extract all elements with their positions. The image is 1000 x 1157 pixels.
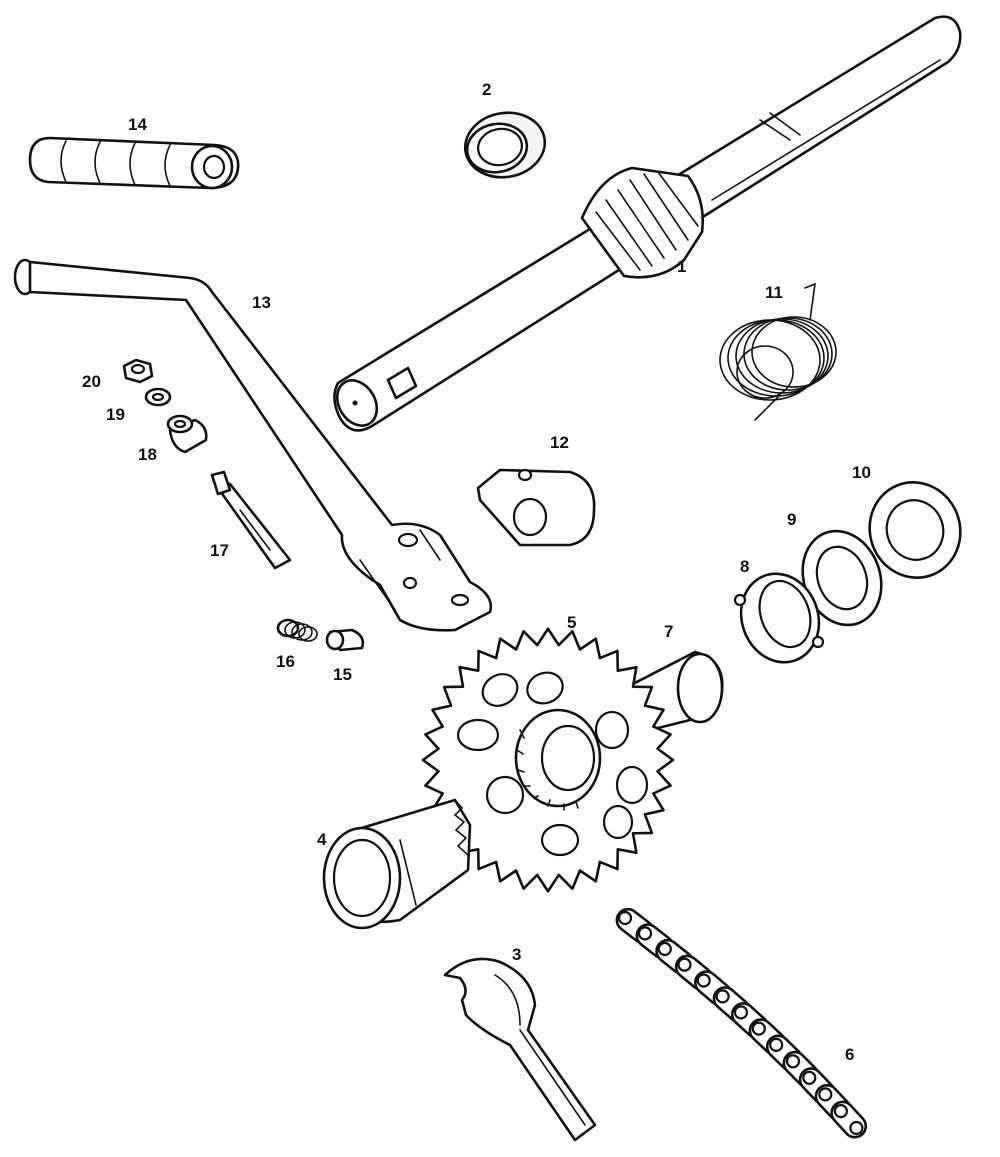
- label-part-10: 10: [852, 463, 871, 482]
- label-part-5: 5: [567, 613, 576, 632]
- label-part-16: 16: [276, 652, 295, 671]
- part-19-washer: [144, 387, 172, 407]
- part-1-shaft-with-gear: [333, 15, 962, 432]
- chain-roller: [802, 1070, 817, 1085]
- label-part-20: 20: [82, 372, 101, 391]
- part-14-grooved-sleeve: [28, 136, 240, 190]
- part-3-spanner: [443, 957, 597, 1142]
- label-part-12: 12: [550, 433, 569, 452]
- chain-roller: [733, 1005, 749, 1020]
- label-part-14: 14: [128, 115, 147, 134]
- label-part-18: 18: [138, 445, 157, 464]
- part-2-ring: [463, 111, 547, 179]
- chain-roller: [657, 941, 672, 957]
- part-18-spacer: [166, 414, 208, 454]
- label-part-13: 13: [252, 293, 271, 312]
- label-part-17: 17: [210, 541, 229, 560]
- label-part-19: 19: [106, 405, 125, 424]
- label-part-3: 3: [512, 945, 521, 964]
- label-part-9: 9: [787, 510, 796, 529]
- part-13-kick-lever: [13, 258, 493, 632]
- part-11-coil-spring: [719, 282, 837, 421]
- chain-roller: [751, 1021, 766, 1036]
- label-part-1: 1: [677, 257, 686, 276]
- part-12-clamp-block: [476, 468, 596, 547]
- label-part-6: 6: [845, 1045, 854, 1064]
- chain-roller: [617, 910, 633, 926]
- label-part-4: 4: [317, 830, 327, 849]
- part-5-sprocket: [421, 627, 675, 893]
- part-8-circlip: [733, 572, 825, 664]
- label-part-2: 2: [482, 80, 491, 99]
- part-16-small-spring: [276, 618, 318, 642]
- part-15-plunger: [325, 628, 365, 652]
- chain-roller: [785, 1054, 801, 1069]
- chain-roller: [849, 1120, 864, 1136]
- part-labels: 1 2 3 4 5 6 7 8 9 10 11 12 13 14 15 16 1…: [82, 80, 871, 1064]
- chain-roller: [833, 1103, 849, 1119]
- part-4-toothed-sleeve: [322, 798, 472, 930]
- label-part-11: 11: [765, 283, 783, 302]
- label-part-15: 15: [333, 665, 352, 684]
- part-20-nut: [122, 358, 154, 384]
- label-part-7: 7: [664, 622, 673, 641]
- chain-roller: [677, 957, 692, 972]
- part-10-flat-washer: [868, 481, 962, 579]
- chain-roller: [637, 926, 653, 941]
- label-part-8: 8: [740, 557, 749, 576]
- part-9-washer: [801, 529, 883, 627]
- chain-roller: [769, 1037, 784, 1053]
- part-17-pin: [210, 470, 292, 570]
- chain-roller: [818, 1087, 833, 1102]
- chain-roller: [715, 989, 730, 1004]
- part-6-roller-chain: [615, 907, 868, 1139]
- chain-roller: [696, 973, 711, 988]
